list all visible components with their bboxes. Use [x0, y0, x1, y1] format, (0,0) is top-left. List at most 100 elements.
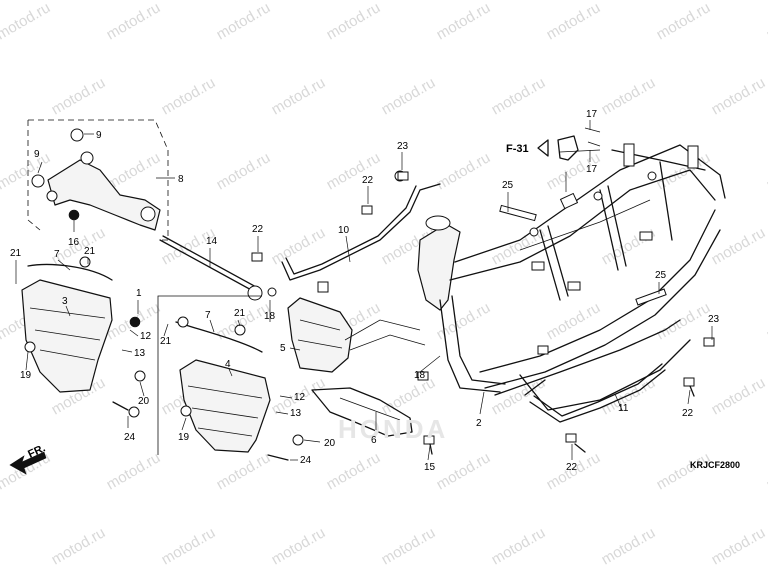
callout-19: 19 [178, 432, 190, 443]
ref-f31: F-31 [506, 143, 529, 155]
watermark-text: motod.ru [324, 0, 384, 43]
watermark-text: motod.ru [709, 74, 768, 118]
cover-5 [287, 297, 353, 373]
watermark-text: motod.ru [159, 524, 219, 568]
callout-17: 17 [586, 109, 598, 120]
callout-13: 13 [134, 348, 146, 359]
callout-24: 24 [300, 455, 312, 466]
watermark-text: motod.ru [434, 0, 494, 43]
callout-21: 21 [234, 308, 246, 319]
callout-14: 14 [206, 236, 218, 247]
watermark-text: motod.ru [49, 74, 109, 118]
watermark-text: motod.ru [709, 524, 768, 568]
reference-label: F-31 [506, 143, 529, 155]
watermark-text: motod.ru [709, 224, 768, 268]
callout-10: 10 [338, 225, 350, 236]
callout-1: 1 [136, 288, 142, 299]
callout-5: 5 [280, 343, 286, 354]
callout-9: 9 [34, 149, 40, 160]
callout-23: 23 [708, 314, 720, 325]
callout-layer: 9 9 8 16 14 21 7 21 3 1 12 13 19 20 24 2… [10, 109, 720, 473]
watermark-text: motod.ru [599, 524, 659, 568]
callout-22: 22 [566, 462, 578, 473]
watermark-text: motod.ru [49, 524, 109, 568]
pipe-11 [529, 363, 666, 423]
brand-area: HONDA [338, 319, 448, 444]
callout-20: 20 [138, 396, 150, 407]
callout-8: 8 [178, 174, 184, 185]
callout-13: 13 [290, 408, 302, 419]
callout-6: 6 [371, 435, 377, 446]
callout-12: 12 [294, 392, 306, 403]
leader-lines [15, 120, 713, 461]
main-frame [417, 143, 726, 411]
watermark-text: motod.ru [324, 149, 384, 193]
watermark-text: motod.ru [0, 149, 53, 193]
callout-20: 20 [324, 438, 336, 449]
watermark-text: motod.ru [434, 449, 494, 493]
callout-21: 21 [160, 336, 172, 347]
callout-18: 18 [414, 370, 426, 381]
watermark-text: motod.ru [379, 374, 439, 418]
front-arrow: FR. [9, 442, 47, 475]
callout-17: 17 [586, 164, 598, 175]
callout-22: 22 [252, 224, 264, 235]
callout-24: 24 [124, 432, 136, 443]
watermark-text: motod.ru [709, 374, 768, 418]
callout-11: 11 [618, 403, 629, 414]
callout-21: 21 [84, 246, 96, 257]
bracket-6 [311, 387, 413, 437]
callout-22: 22 [682, 408, 694, 419]
rod-14 [159, 235, 263, 301]
watermark-text: motod.ru [489, 374, 549, 418]
watermark-text: motod.ru [104, 0, 164, 43]
watermark-text: motod.ru [764, 449, 768, 493]
callout-23: 23 [397, 141, 409, 152]
watermark-text: motod.ru [269, 74, 329, 118]
watermark-text: motod.ru [544, 0, 604, 43]
detail-17 [537, 127, 601, 192]
watermark-text: motod.ru [654, 449, 714, 493]
callout-16: 16 [68, 237, 80, 248]
watermark-text: motod.ru [764, 149, 768, 193]
watermark-text: motod.ru [0, 0, 53, 43]
watermark-text: motod.ru [489, 74, 549, 118]
watermark-text: motod.ru [324, 449, 384, 493]
watermark-text: motod.ru [214, 449, 274, 493]
callout-4: 4 [225, 359, 231, 370]
watermark-text: motod.ru [764, 0, 768, 43]
watermark-text: motod.ru [654, 0, 714, 43]
watermark-text: motod.ru [654, 299, 714, 343]
watermark-text: motod.ru [214, 149, 274, 193]
bracket-4 [175, 316, 304, 461]
watermark-text: motod.ru [159, 74, 219, 118]
bolts [251, 171, 715, 455]
diagram-code: KRJCF2800 [690, 460, 740, 470]
bracket-3 [21, 256, 146, 418]
callout-25: 25 [655, 270, 667, 281]
watermark-text: motod.ru [379, 524, 439, 568]
watermark-text: motod.ru [214, 0, 274, 43]
callout-21: 21 [10, 248, 22, 259]
callout-15: 15 [424, 462, 436, 473]
watermark-text: motod.ru [379, 74, 439, 118]
brand-text: HONDA [338, 414, 448, 444]
watermark-text: motod.ru [434, 149, 494, 193]
callout-7: 7 [205, 310, 211, 321]
watermark-text: motod.ru [599, 224, 659, 268]
callout-9: 9 [96, 130, 102, 141]
inset-part-8 [27, 119, 175, 241]
callout-19: 19 [20, 370, 32, 381]
watermark-text: motod.ru [544, 299, 604, 343]
watermark-text: motod.ru [269, 524, 329, 568]
callout-7: 7 [54, 249, 60, 260]
watermark-text: motod.ru [764, 299, 768, 343]
watermark-text: motod.ru [489, 524, 549, 568]
callout-3: 3 [62, 296, 68, 307]
watermark-text: motod.ru [104, 449, 164, 493]
watermark-text: motod.ru [269, 224, 329, 268]
callout-22: 22 [362, 175, 374, 186]
callout-2: 2 [476, 418, 482, 429]
